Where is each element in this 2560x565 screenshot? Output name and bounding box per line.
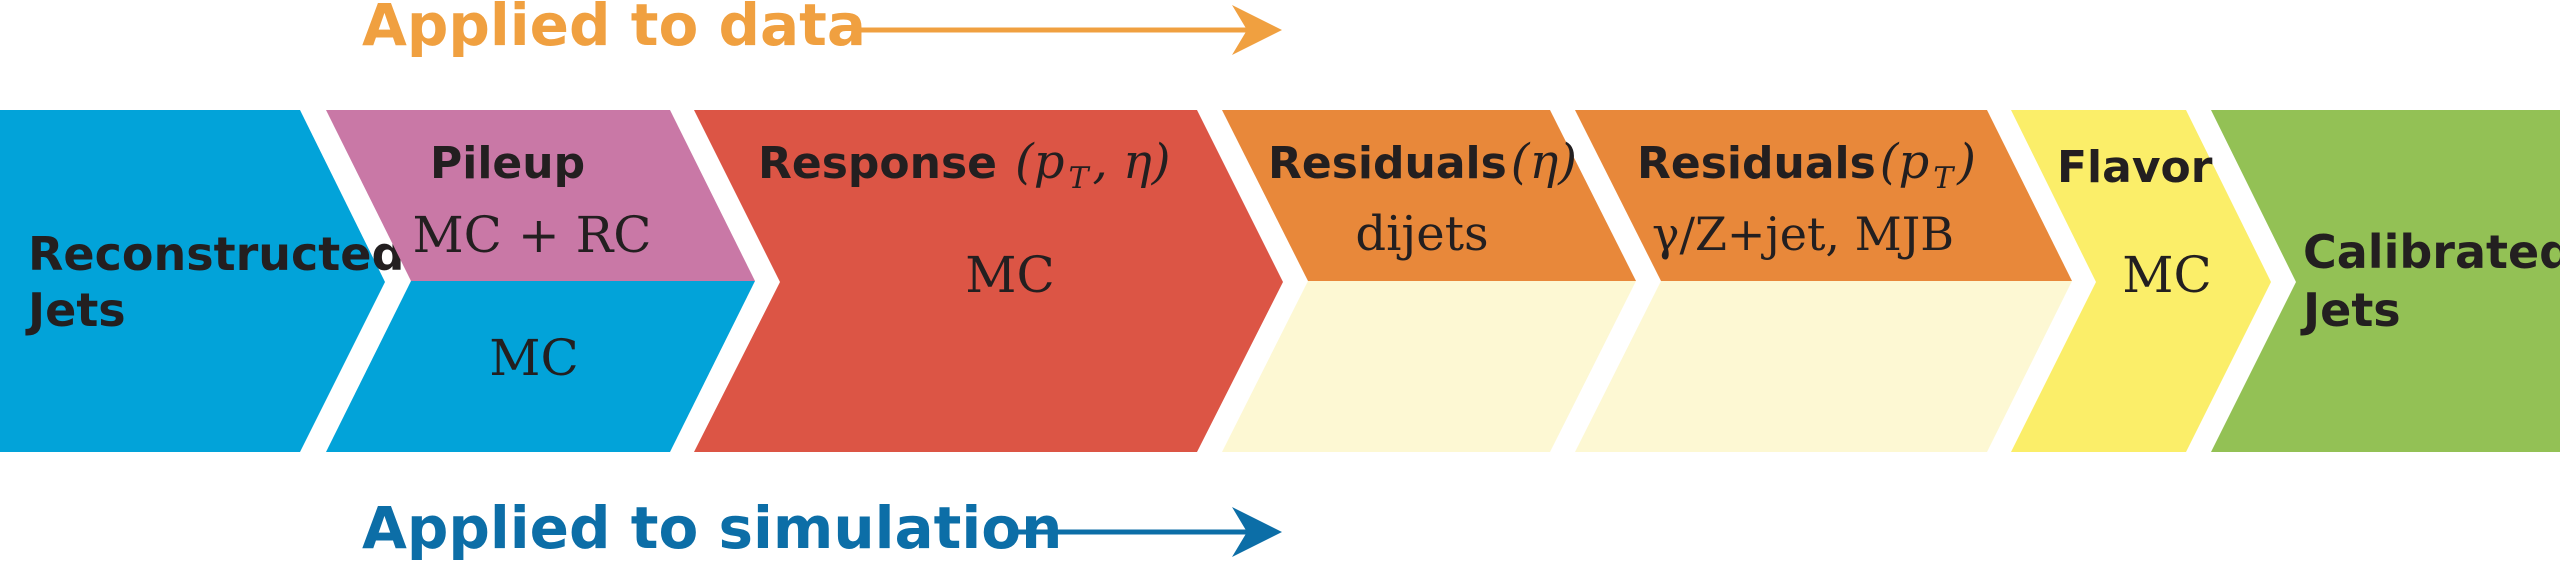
pileup-sim-chevron xyxy=(326,281,755,452)
residuals-eta-sim-chevron xyxy=(1222,281,1636,452)
pileup-data-sub: MC + RC xyxy=(412,206,651,264)
residuals-pt-title: Residuals xyxy=(1637,138,1876,189)
residuals-pt-args-sub: T xyxy=(1933,161,1955,196)
residuals-pt-title-row: Residuals (p T ) xyxy=(1637,134,1976,196)
reconstructed-label-line1: Reconstructed xyxy=(28,227,404,281)
residuals-pt-args: (p xyxy=(1880,134,1929,190)
residuals-pt-data-chevron xyxy=(1575,110,2072,281)
residuals-eta-title-row: Residuals (η) xyxy=(1268,134,1577,190)
residuals-eta-title: Residuals xyxy=(1268,138,1507,189)
residuals-pt-sub: γ/Z+jet, MJB xyxy=(1652,207,1954,261)
response-chevron xyxy=(694,110,1283,452)
response-title-row: Response (p T , η) xyxy=(758,134,1170,196)
calibrated-label-line1: Calibrated xyxy=(2303,225,2560,279)
residuals-pt-sim-chevron xyxy=(1575,281,2072,452)
residuals-eta-args: (η) xyxy=(1511,134,1577,190)
pileup-sim-sub: MC xyxy=(489,329,578,387)
calibrated-jets-label: Calibrated Jets xyxy=(2300,225,2560,337)
reconstructed-label-line2: Jets xyxy=(25,283,126,337)
calibrated-jets-chevron xyxy=(2211,110,2560,452)
flavor-chevron xyxy=(2011,110,2271,452)
flavor-sub: MC xyxy=(2122,246,2211,304)
residuals-eta-data-chevron xyxy=(1222,110,1636,281)
response-sub: MC xyxy=(965,246,1054,304)
residuals-eta-sub: dijets xyxy=(1355,206,1488,262)
response-args: (p xyxy=(1015,134,1064,190)
response-args-sub: T xyxy=(1068,161,1090,196)
flavor-title: Flavor xyxy=(2057,142,2213,193)
applied-to-data-label: Applied to data xyxy=(362,0,866,59)
pileup-title: Pileup xyxy=(430,138,585,189)
residuals-pt-args-rest: ) xyxy=(1956,134,1976,190)
calibrated-label-line2: Jets xyxy=(2300,283,2401,337)
reconstructed-jets-label: Reconstructed Jets xyxy=(25,227,420,337)
response-args-rest: , η) xyxy=(1092,134,1170,190)
pileup-data-chevron xyxy=(326,110,755,281)
response-title: Response xyxy=(758,138,997,189)
reconstructed-jets-chevron xyxy=(0,110,385,452)
applied-to-simulation-label: Applied to simulation xyxy=(362,494,1062,562)
